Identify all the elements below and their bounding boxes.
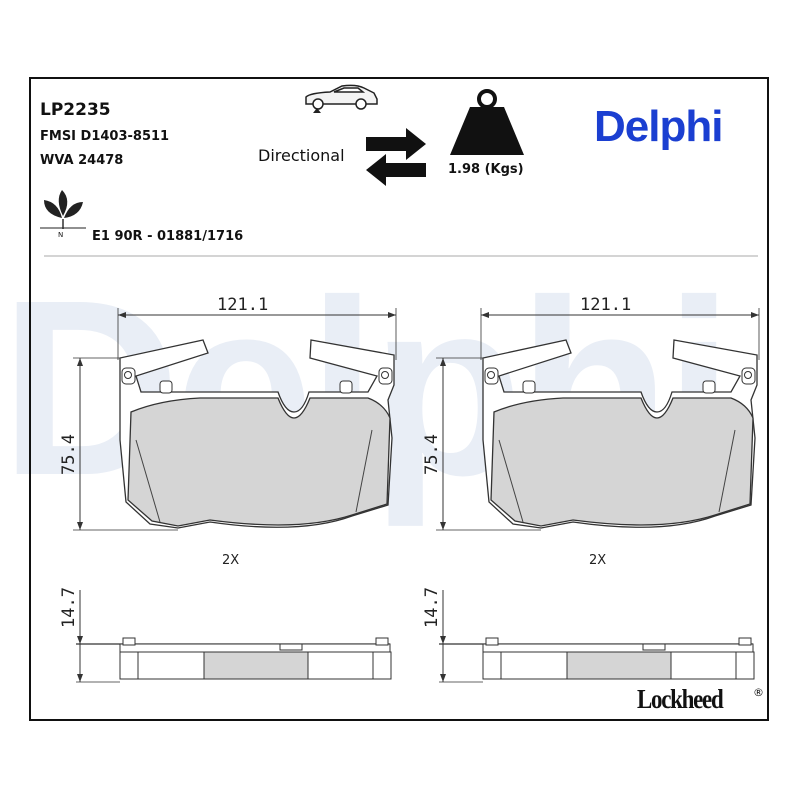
leaf-mark-letter: N <box>58 231 64 239</box>
wva-number: WVA 24478 <box>40 153 124 168</box>
friction-material <box>127 397 391 527</box>
pad-front-view-right <box>436 308 760 531</box>
width-dimension-right: 121.1 <box>580 295 631 315</box>
datasheet-frame <box>29 77 769 721</box>
part-number: LP2235 <box>40 100 111 120</box>
eco-leaf-icon <box>40 190 86 229</box>
car-icon <box>305 84 378 113</box>
delphi-logo: Delphi <box>594 102 723 151</box>
pad-side-view-right <box>439 590 755 683</box>
fmsi-number: FMSI D1403-8511 <box>40 129 170 144</box>
height-dimension-right: 75.4 <box>422 434 442 475</box>
thickness-dimension-left: 14.7 <box>59 587 79 628</box>
weight-icon <box>450 89 524 155</box>
lockheed-logo: Lockheed <box>637 684 724 714</box>
weight-value: 1.98 (Kgs) <box>448 162 524 177</box>
quantity-right: 2X <box>589 553 606 568</box>
directional-arrows-icon <box>366 128 426 186</box>
height-dimension-left: 75.4 <box>59 434 79 475</box>
approval-number: E1 90R - 01881/1716 <box>92 229 244 244</box>
width-dimension-left: 121.1 <box>217 295 268 315</box>
thickness-dimension-right: 14.7 <box>422 587 442 628</box>
directional-label: Directional <box>258 146 345 165</box>
pad-side-view-left <box>76 590 392 683</box>
quantity-left: 2X <box>222 553 239 568</box>
registered-mark: ® <box>753 686 764 699</box>
pad-front-view-left <box>73 308 397 531</box>
